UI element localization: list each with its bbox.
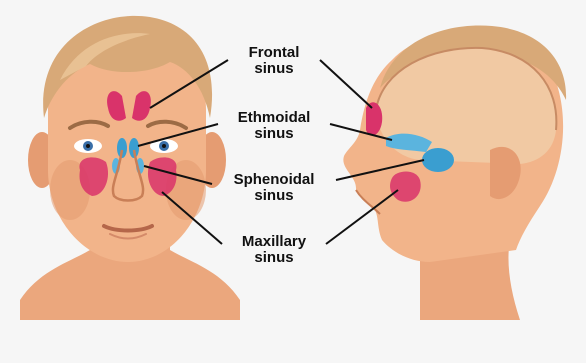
side-head-cutaway-illustration (343, 26, 566, 320)
frontal-sinus-label: Frontal sinus (228, 45, 320, 77)
sphenoidal-sinus-label: Sphenoidal sinus (212, 172, 336, 204)
frontal-label-line1: Frontal (228, 45, 320, 61)
ethmoidal-label-line1: Ethmoidal (218, 110, 330, 126)
sphenoidal-label-line2: sinus (212, 188, 336, 204)
frontal-label-line2: sinus (228, 61, 320, 77)
maxillary-label-line2: sinus (222, 250, 326, 266)
maxillary-label-line1: Maxillary (222, 234, 326, 250)
sphenoidal-label-line1: Sphenoidal (212, 172, 336, 188)
maxillary-sinus-label: Maxillary sinus (222, 234, 326, 266)
ethmoidal-sinus-label: Ethmoidal sinus (218, 110, 330, 142)
ethmoidal-label-line2: sinus (218, 126, 330, 142)
leader-frontal-right (320, 60, 372, 108)
front-face-illustration (20, 16, 240, 320)
